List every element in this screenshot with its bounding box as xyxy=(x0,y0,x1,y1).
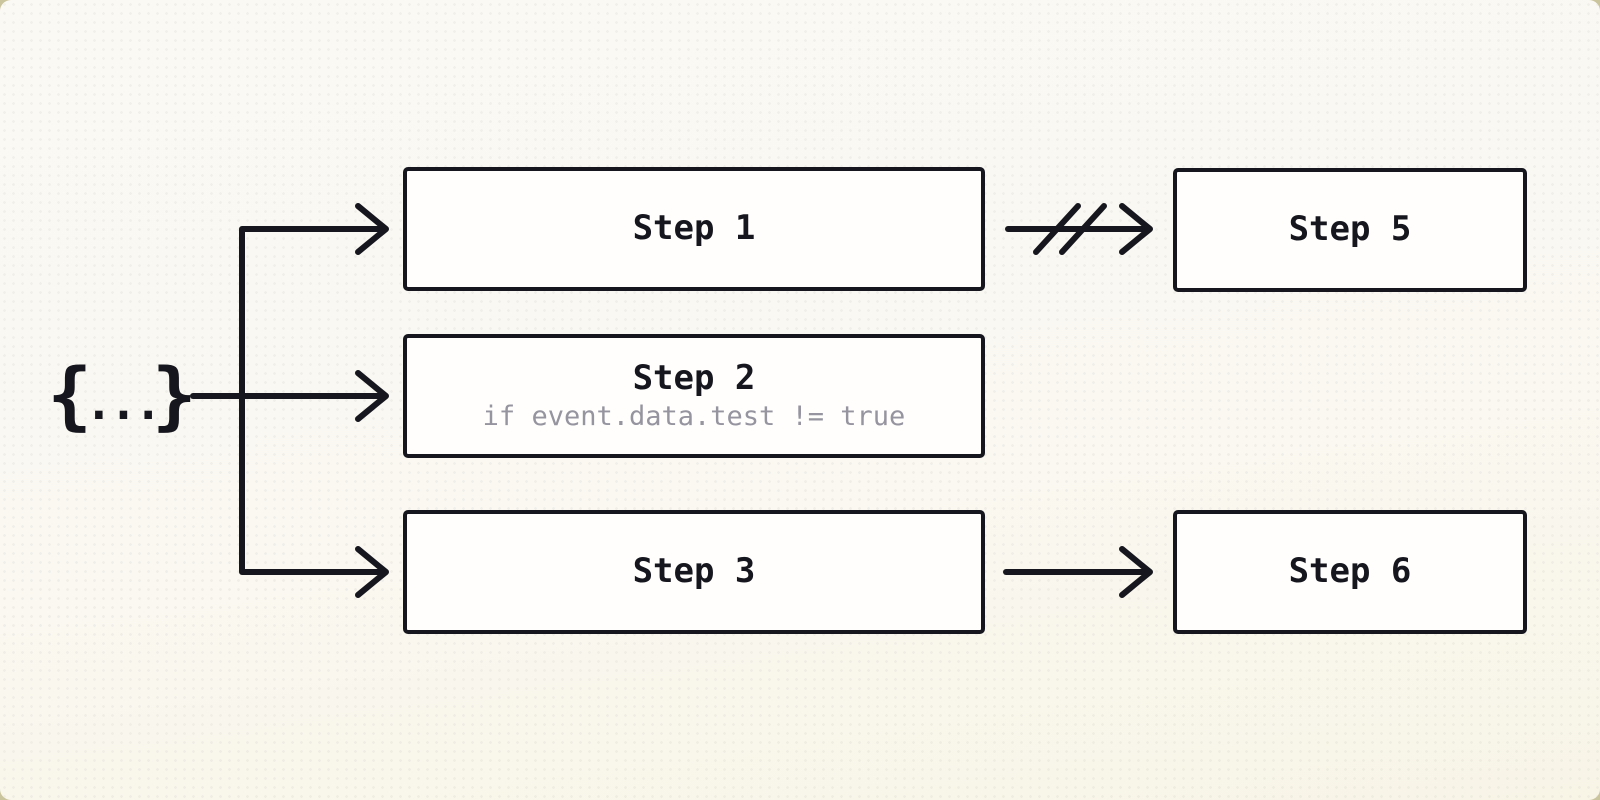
arrow-event-to-step2 xyxy=(190,370,389,422)
step-node-step-1: Step 1 xyxy=(403,167,985,291)
step-node-step-6: Step 6 xyxy=(1173,510,1527,634)
step-node-step-2: Step 2 if event.data.test != true xyxy=(403,334,985,458)
event-payload-symbol: { ... } xyxy=(47,348,196,444)
fanout-connector xyxy=(239,203,389,598)
step-node-step-3: Step 3 xyxy=(403,510,985,634)
cancel-slashes-icon xyxy=(1033,203,1107,255)
step-condition: if event.data.test != true xyxy=(482,400,906,432)
step-label: Step 5 xyxy=(1288,209,1412,250)
event-payload-dots: ... xyxy=(84,376,162,430)
step-node-step-5: Step 5 xyxy=(1173,168,1527,292)
arrowhead-to-step1 xyxy=(355,203,389,255)
step-label: Step 1 xyxy=(632,208,756,249)
arrow-step3-to-step6 xyxy=(1003,546,1153,598)
step-label: Step 6 xyxy=(1288,551,1412,592)
arrowhead-to-step3 xyxy=(355,546,389,598)
cancelled-arrow-step1-to-step5 xyxy=(1005,203,1153,255)
step-label: Step 3 xyxy=(632,551,756,592)
event-brace-close: } xyxy=(152,353,197,439)
step-label: Step 2 xyxy=(632,358,756,399)
event-brace-open: { xyxy=(47,353,92,439)
